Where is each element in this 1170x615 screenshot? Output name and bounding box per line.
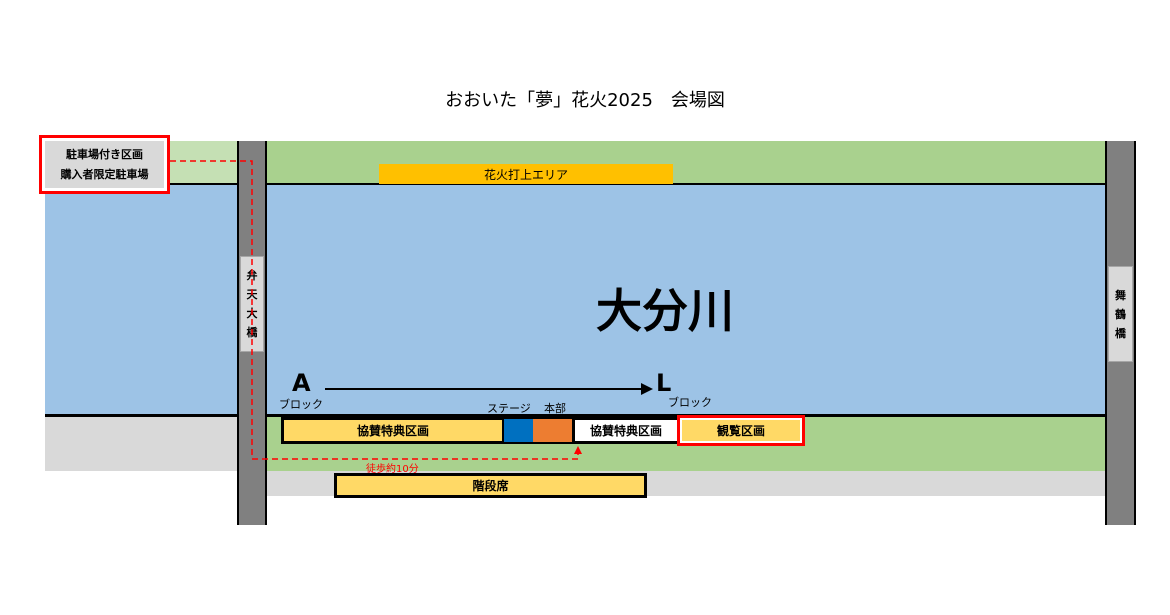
hq-block [533,417,574,444]
fireworks-launch-area: 花火打上エリア [379,164,673,184]
parking-line2: 購入者限定駐車場 [60,167,149,181]
river-edge-top [45,183,1108,185]
block-a-label: ブロック [279,398,323,411]
hq-label: 本部 [544,402,566,415]
block-arrow-head [641,383,653,395]
parking-line1: 駐車場付き区画 [66,147,143,161]
fireworks-area-label: 花火打上エリア [483,167,568,182]
block-l-letter: L [656,369,672,397]
block-a-letter: A [292,369,311,397]
river-edge-bottom [45,414,1108,417]
page-title: おおいた「夢」花火2025 会場図 [445,90,725,111]
bridge-right-label: 舞 鶴 橋 [1108,266,1133,362]
stage-block [504,417,533,444]
viewing-zone-label: 観覧区画 [716,424,765,438]
block-arrow-line [325,388,643,390]
parking-box: 駐車場付き区画 購入者限定駐車場 [39,135,170,194]
south-road-left [45,417,240,471]
river [45,184,1108,415]
viewing-zone: 観覧区画 [677,415,805,446]
stage-label: ステージ [487,402,531,415]
sponsor-zone-left: 協賛特典区画 [281,417,505,444]
river-label: 大分川 [596,284,734,338]
sponsor-zone-right: 協賛特典区画 [572,417,680,444]
walk-time-label: 徒歩約10分 [366,464,419,475]
block-l-label: ブロック [668,396,712,409]
stairs-zone: 階段席 [334,473,647,498]
